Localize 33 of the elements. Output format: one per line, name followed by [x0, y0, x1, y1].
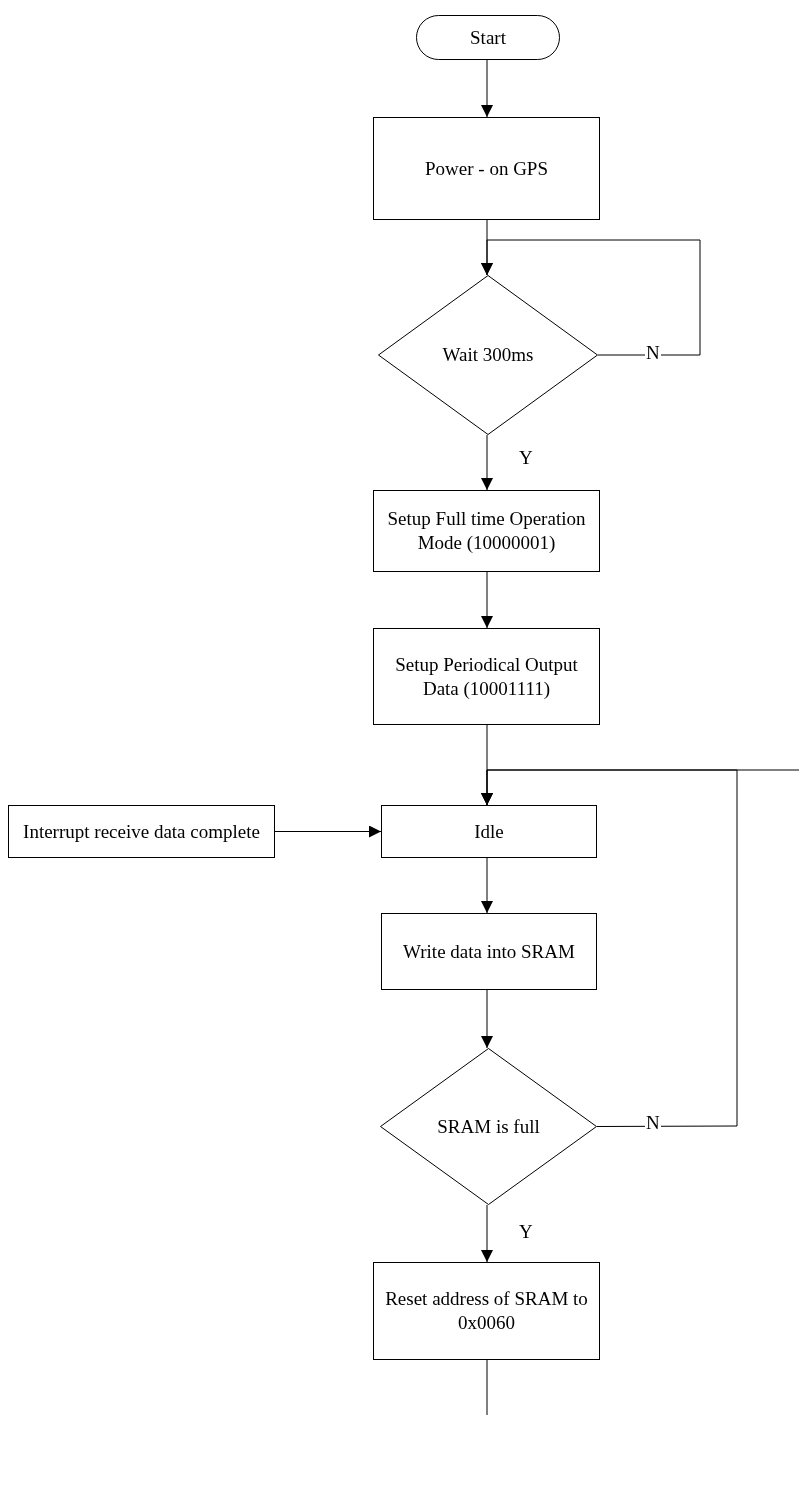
process-box [373, 1262, 600, 1360]
arrow [481, 434, 493, 491]
decision-diamond [378, 275, 598, 435]
arrow [481, 239, 701, 356]
decision-diamond [380, 1048, 597, 1205]
edge-label: N [645, 343, 661, 362]
arrow [481, 769, 799, 806]
node-text: Idle [474, 819, 504, 844]
edge-label: Y [518, 1222, 534, 1241]
edge-label: N [645, 1113, 661, 1132]
node-text: Interrupt receive data complete [23, 819, 260, 844]
process-box [8, 805, 275, 858]
process-box [373, 628, 600, 725]
node-text: Setup Periodical Output Data (10001111) [394, 652, 579, 701]
arrow [274, 825, 382, 838]
node-text: Start [470, 25, 506, 50]
process-box [373, 490, 600, 572]
node-text: Power - on GPS [425, 156, 548, 181]
node-text: Reset address of SRAM to 0x0060 [384, 1287, 589, 1335]
process-box [381, 913, 597, 990]
terminal-shape [416, 15, 560, 60]
node-text: Setup Full time Operation Mode (10000001) [386, 507, 587, 555]
node-text: Wait 300ms [442, 343, 534, 367]
arrow [481, 571, 493, 629]
arrow [481, 1204, 493, 1263]
arrow [481, 989, 493, 1049]
process-box [373, 117, 600, 220]
node-text: SRAM is full [437, 1114, 540, 1139]
arrow [481, 857, 493, 914]
arrow [481, 59, 493, 118]
process-box [381, 805, 597, 858]
node-text: Write data into SRAM [403, 939, 575, 964]
edge-label: Y [518, 448, 534, 467]
